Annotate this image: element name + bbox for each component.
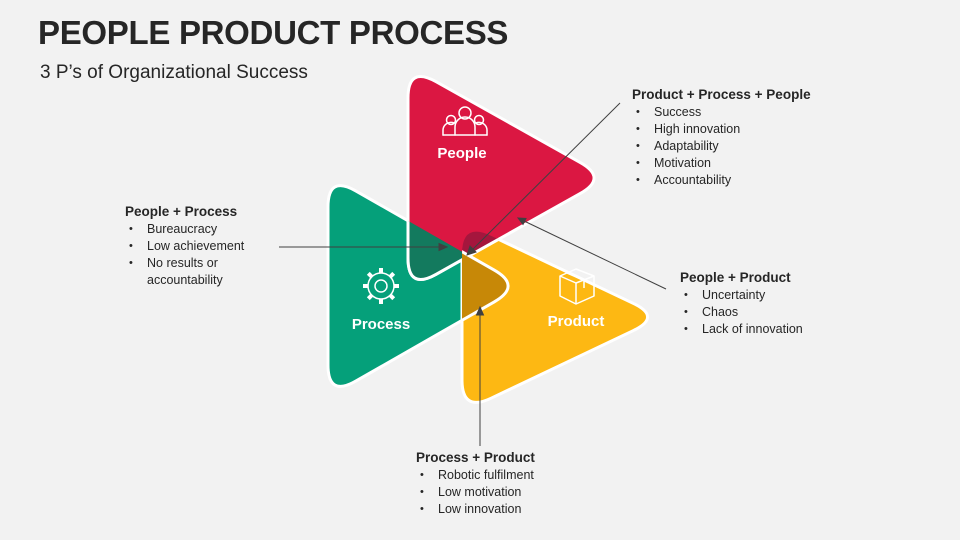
bullet-list: Uncertainty Chaos Lack of innovation [680,287,803,338]
connector-triple [469,102,621,253]
block-title: Process + Product [416,450,535,465]
list-item: Accountability [632,172,811,189]
block-product-process-people: Product + Process + People Success High … [632,87,811,189]
block-people-process: People + Process Bureaucracy Low achieve… [125,204,285,289]
process-label: Process [352,316,410,333]
block-title: People + Process [125,204,238,219]
overlap-process-product [462,231,510,388]
gear-tooth [388,293,396,301]
arrowhead-people-product [516,217,527,226]
bullet-list: Success High innovation Adaptability Mot… [632,104,811,189]
list-item: Low innovation [416,501,535,518]
list-item: Bureaucracy [125,221,285,238]
list-item: No results or accountability [125,255,285,289]
bullet-list: Robotic fulfilment Low motivation Low in… [416,467,535,518]
list-item: Low achievement [125,238,285,255]
list-item: Adaptability [632,138,811,155]
gear-tooth [388,271,396,279]
list-item: Uncertainty [680,287,803,304]
block-title: People + Product [680,270,791,285]
people-group-icon [442,106,488,136]
list-item: Success [632,104,811,121]
connector-people-product [521,219,667,290]
block-title: Product + Process + People [632,87,811,102]
list-item: Lack of innovation [680,321,803,338]
arrowhead-people-process [438,242,449,252]
block-people-product: People + Product Uncertainty Chaos Lack … [680,270,803,338]
page-subtitle: 3 P’s of Organizational Success [40,62,308,83]
block-process-product: Process + Product Robotic fulfilment Low… [416,450,535,518]
box-icon [559,268,595,305]
list-item: Motivation [632,155,811,172]
gear-tooth [366,293,374,301]
list-item: Low motivation [416,484,535,501]
bullet-list: Bureaucracy Low achievement No results o… [125,221,285,289]
gear-icon [363,268,399,304]
people-label: People [437,145,486,162]
gear-tooth [366,271,374,279]
product-label: Product [548,313,605,330]
list-item: Chaos [680,304,803,321]
list-item: Robotic fulfilment [416,467,535,484]
arrowhead-triple [466,245,477,256]
list-item: High innovation [632,121,811,138]
page-title: PEOPLE PRODUCT PROCESS [38,14,509,51]
arrowhead-process-product [475,305,485,316]
